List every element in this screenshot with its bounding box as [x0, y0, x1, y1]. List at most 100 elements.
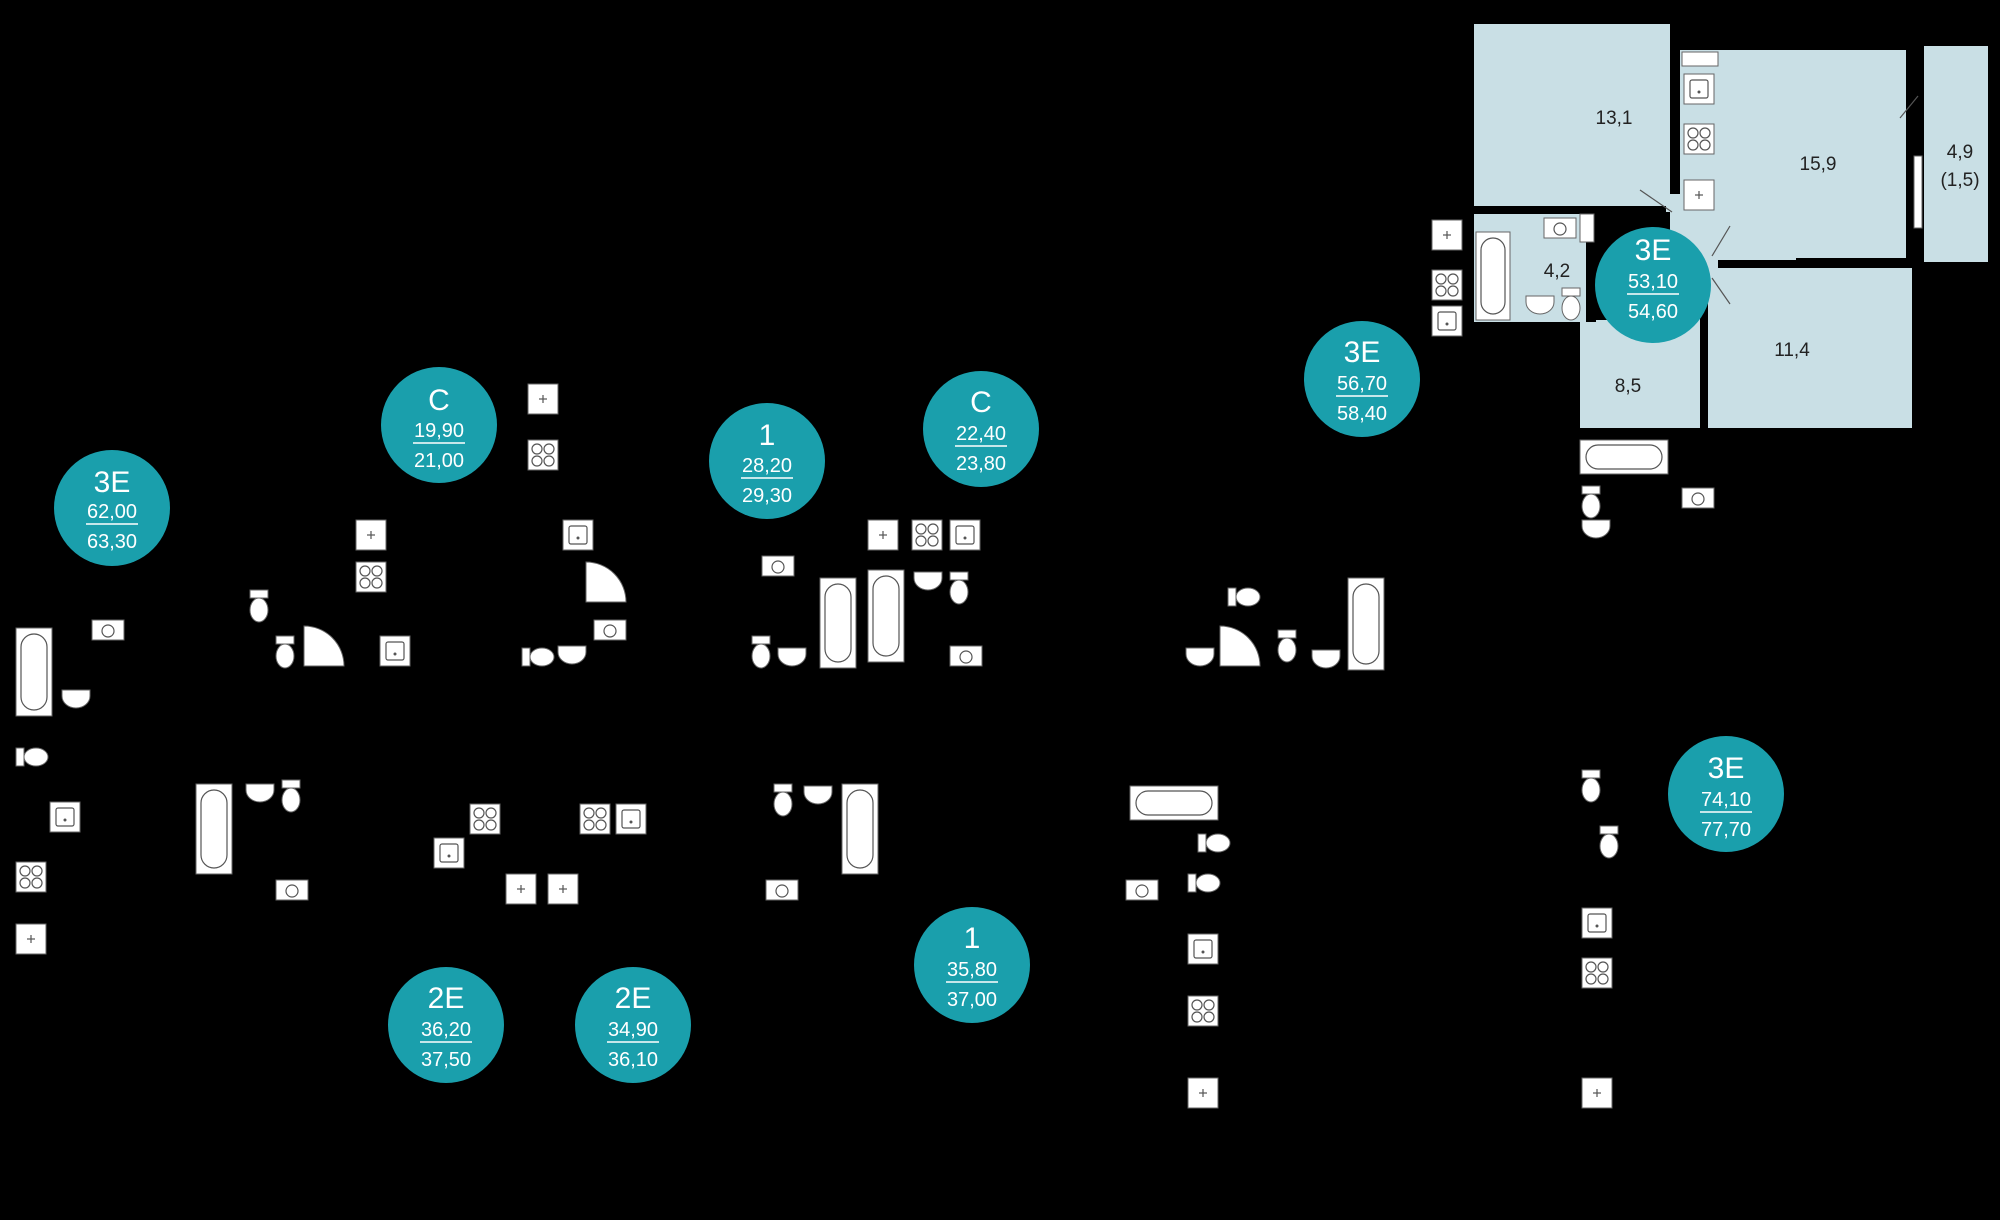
room-area-label: 8,5 [1615, 376, 1641, 397]
toilet-icon [1581, 485, 1601, 519]
bathtub-icon [1475, 231, 1511, 321]
sink-icon [1683, 73, 1715, 105]
toilet-icon [1277, 629, 1297, 663]
toilet-icon [249, 589, 269, 623]
apartment-living-area: 34,90 [608, 1019, 658, 1041]
washing-machine-icon [949, 645, 983, 667]
room-13-1 [1474, 24, 1670, 212]
bathtub-icon [819, 577, 857, 669]
toilet-icon [949, 571, 969, 605]
apartment-living-area: 35,80 [947, 959, 997, 981]
shower-icon [585, 561, 627, 603]
washing-machine-icon [91, 619, 125, 641]
washing-machine-icon [761, 555, 795, 577]
apartment-living-area: 62,00 [87, 501, 137, 523]
apartment-total-area: 63,30 [87, 531, 137, 553]
stove-icon [527, 439, 559, 471]
selected-apartment-plan[interactable]: 13,1 15,9 4,9 (1,5) 4,2 8,5 11,4 [1466, 24, 1988, 432]
shower-icon [1219, 625, 1261, 667]
washbasin-icon [1185, 647, 1215, 667]
apartment-badge[interactable]: 2E 34,90 36,10 [575, 967, 691, 1083]
apartment-type: 3E [94, 466, 131, 499]
shower-icon [303, 625, 345, 667]
apartment-total-area: 21,00 [414, 450, 464, 472]
room-area-sublabel: (1,5) [1940, 170, 1979, 191]
apartment-type: 2E [615, 982, 652, 1015]
washbasin-icon [61, 689, 91, 709]
apartment-badge[interactable]: 2E 36,20 37,50 [388, 967, 504, 1083]
apartment-total-area: 37,00 [947, 989, 997, 1011]
stove-icon [469, 803, 501, 835]
toilet-icon [1187, 873, 1221, 893]
apartment-badge-selected[interactable]: 3E 53,10 54,60 [1595, 227, 1711, 343]
apartment-type: 2E [428, 982, 465, 1015]
apartment-living-area: 28,20 [742, 455, 792, 477]
room-area-label: 15,9 [1800, 154, 1837, 175]
ventilation-icon [1581, 1077, 1613, 1109]
apartment-living-area: 22,40 [956, 423, 1006, 445]
toilet-icon [1227, 587, 1261, 607]
bathtub-icon [15, 627, 53, 717]
apartment-living-area: 56,70 [1337, 373, 1387, 395]
stove-icon [15, 861, 47, 893]
apartment-badge[interactable]: 3E 56,70 58,40 [1304, 321, 1420, 437]
apartment-badge[interactable]: 3E 62,00 63,30 [54, 450, 170, 566]
apartment-total-area: 36,10 [608, 1049, 658, 1071]
sink-icon [615, 803, 647, 835]
apartment-badge[interactable]: 1 35,80 37,00 [914, 907, 1030, 1023]
room-area-label: 13,1 [1596, 108, 1633, 129]
stove-icon [579, 803, 611, 835]
stove-icon [1187, 995, 1219, 1027]
room-15-9 [1718, 50, 1910, 260]
toilet-icon [1197, 833, 1231, 853]
apartment-type: 3E [1344, 336, 1381, 369]
apartment-living-area: 19,90 [414, 420, 464, 442]
apartment-badge[interactable]: C 22,40 23,80 [923, 371, 1039, 487]
apartment-badges: 3E 62,00 63,30 C 19,90 21,00 1 28,20 29,… [54, 227, 1784, 1083]
bathtub-icon [1579, 439, 1669, 475]
washbasin-icon [1525, 295, 1555, 315]
toilet-icon [751, 635, 771, 669]
apartment-badge[interactable]: 1 28,20 29,30 [709, 403, 825, 519]
toilet-icon [275, 635, 295, 669]
sink-icon [562, 519, 594, 551]
sink-icon [949, 519, 981, 551]
washbasin-icon [245, 783, 275, 803]
ventilation-icon [505, 873, 537, 905]
bathtub-icon [195, 783, 233, 875]
ventilation-icon [867, 519, 899, 551]
washbasin-icon [1581, 519, 1611, 539]
ventilation-icon [1683, 179, 1715, 211]
bathtub-icon [1347, 577, 1385, 671]
apartment-badge[interactable]: C 19,90 21,00 [381, 367, 497, 483]
toilet-icon [1581, 769, 1601, 803]
apartment-total-area: 54,60 [1628, 301, 1678, 323]
washbasin-icon [803, 785, 833, 805]
balcony-4-9 [1924, 46, 1988, 262]
ventilation-icon [1187, 1077, 1219, 1109]
toilet-icon [281, 779, 301, 813]
ventilation-icon [547, 873, 579, 905]
washing-machine-icon [593, 619, 627, 641]
stove-icon [1431, 269, 1463, 301]
room-11-4 [1708, 268, 1912, 428]
toilet-icon [773, 783, 793, 817]
apartment-total-area: 29,30 [742, 485, 792, 507]
stove-icon [911, 519, 943, 551]
apartment-living-area: 36,20 [421, 1019, 471, 1041]
washing-machine-icon [765, 879, 799, 901]
washing-machine-icon [1681, 487, 1715, 509]
apartment-living-area: 53,10 [1628, 271, 1678, 293]
room-area-label: 4,9 [1947, 142, 1973, 163]
bathtub-icon [841, 783, 879, 875]
sink-icon [1581, 907, 1613, 939]
apartment-type: C [970, 386, 992, 419]
apartment-type: 1 [964, 922, 981, 955]
bathtub-icon [867, 569, 905, 663]
apartment-badge[interactable]: 3E 74,10 77,70 [1668, 736, 1784, 852]
toilet-icon [521, 647, 555, 667]
ventilation-icon [1431, 219, 1463, 251]
washbasin-icon [913, 571, 943, 591]
sink-icon [379, 635, 411, 667]
